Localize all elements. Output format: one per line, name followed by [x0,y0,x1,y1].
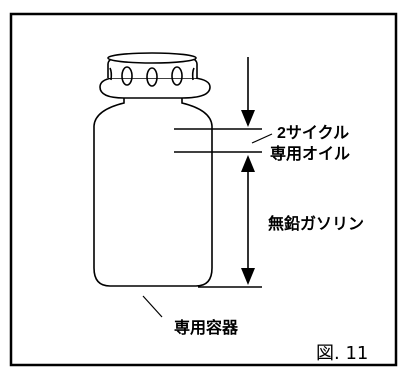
container-leader-line [142,295,163,318]
oil-arrow-head [241,110,255,127]
figure-number: 図. 11 [316,343,369,364]
oil-leader-line [251,133,273,144]
gasoline-arrow-up [241,155,255,172]
oil-label-line2: 専用オイル [270,146,351,163]
gasoline-arrow-down [241,268,255,285]
container-body [93,98,213,287]
figure-border [9,12,398,367]
oil-label-line1: 2サイクル [277,125,350,142]
container-cap [99,52,211,99]
container-label: 専用容器 [174,320,239,337]
gasoline-label: 無鉛ガソリン [268,216,365,233]
